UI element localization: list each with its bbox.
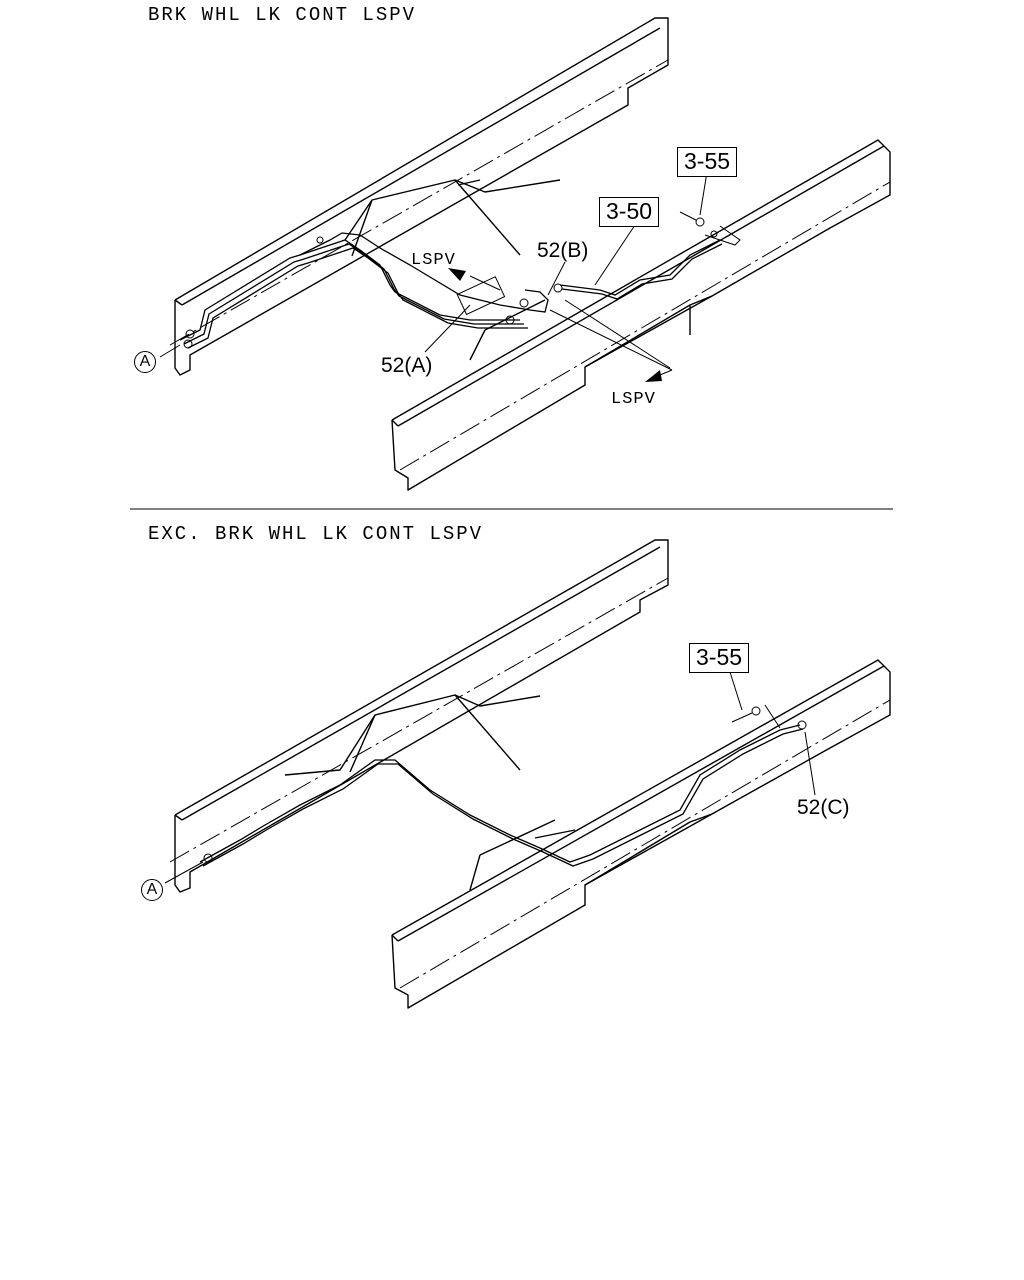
lower-frame-right-rail xyxy=(391,659,891,1009)
upper-leader-lines xyxy=(159,171,708,382)
lspv-lower-label: LSPV xyxy=(611,390,656,409)
part-52a-label[interactable]: 52(A) xyxy=(381,354,433,377)
lower-frame-left-rail xyxy=(169,539,669,893)
upper-frame-right-rail xyxy=(391,139,891,491)
lower-crossmember xyxy=(284,694,576,891)
lspv-upper-label: LSPV xyxy=(411,251,456,270)
upper-brake-pipes xyxy=(179,211,741,349)
upper-section-title: BRK WHL LK CONT LSPV xyxy=(148,4,417,26)
lower-circle-ref-a[interactable]: A xyxy=(141,879,163,901)
part-52c-label[interactable]: 52(C) xyxy=(797,796,850,819)
upper-frame-left-rail xyxy=(169,17,669,376)
lower-ref-3-55[interactable]: 3-55 xyxy=(689,643,750,673)
part-52b-label[interactable]: 52(B) xyxy=(537,239,589,262)
upper-circle-ref-a[interactable]: A xyxy=(134,351,156,373)
lower-section-title: EXC. BRK WHL LK CONT LSPV xyxy=(148,523,484,545)
upper-ref-3-55[interactable]: 3-55 xyxy=(677,147,738,177)
lower-brake-pipe xyxy=(199,706,807,867)
upper-ref-3-50[interactable]: 3-50 xyxy=(599,197,660,227)
lower-leader-lines xyxy=(164,671,816,884)
upper-crossmember xyxy=(344,179,561,361)
